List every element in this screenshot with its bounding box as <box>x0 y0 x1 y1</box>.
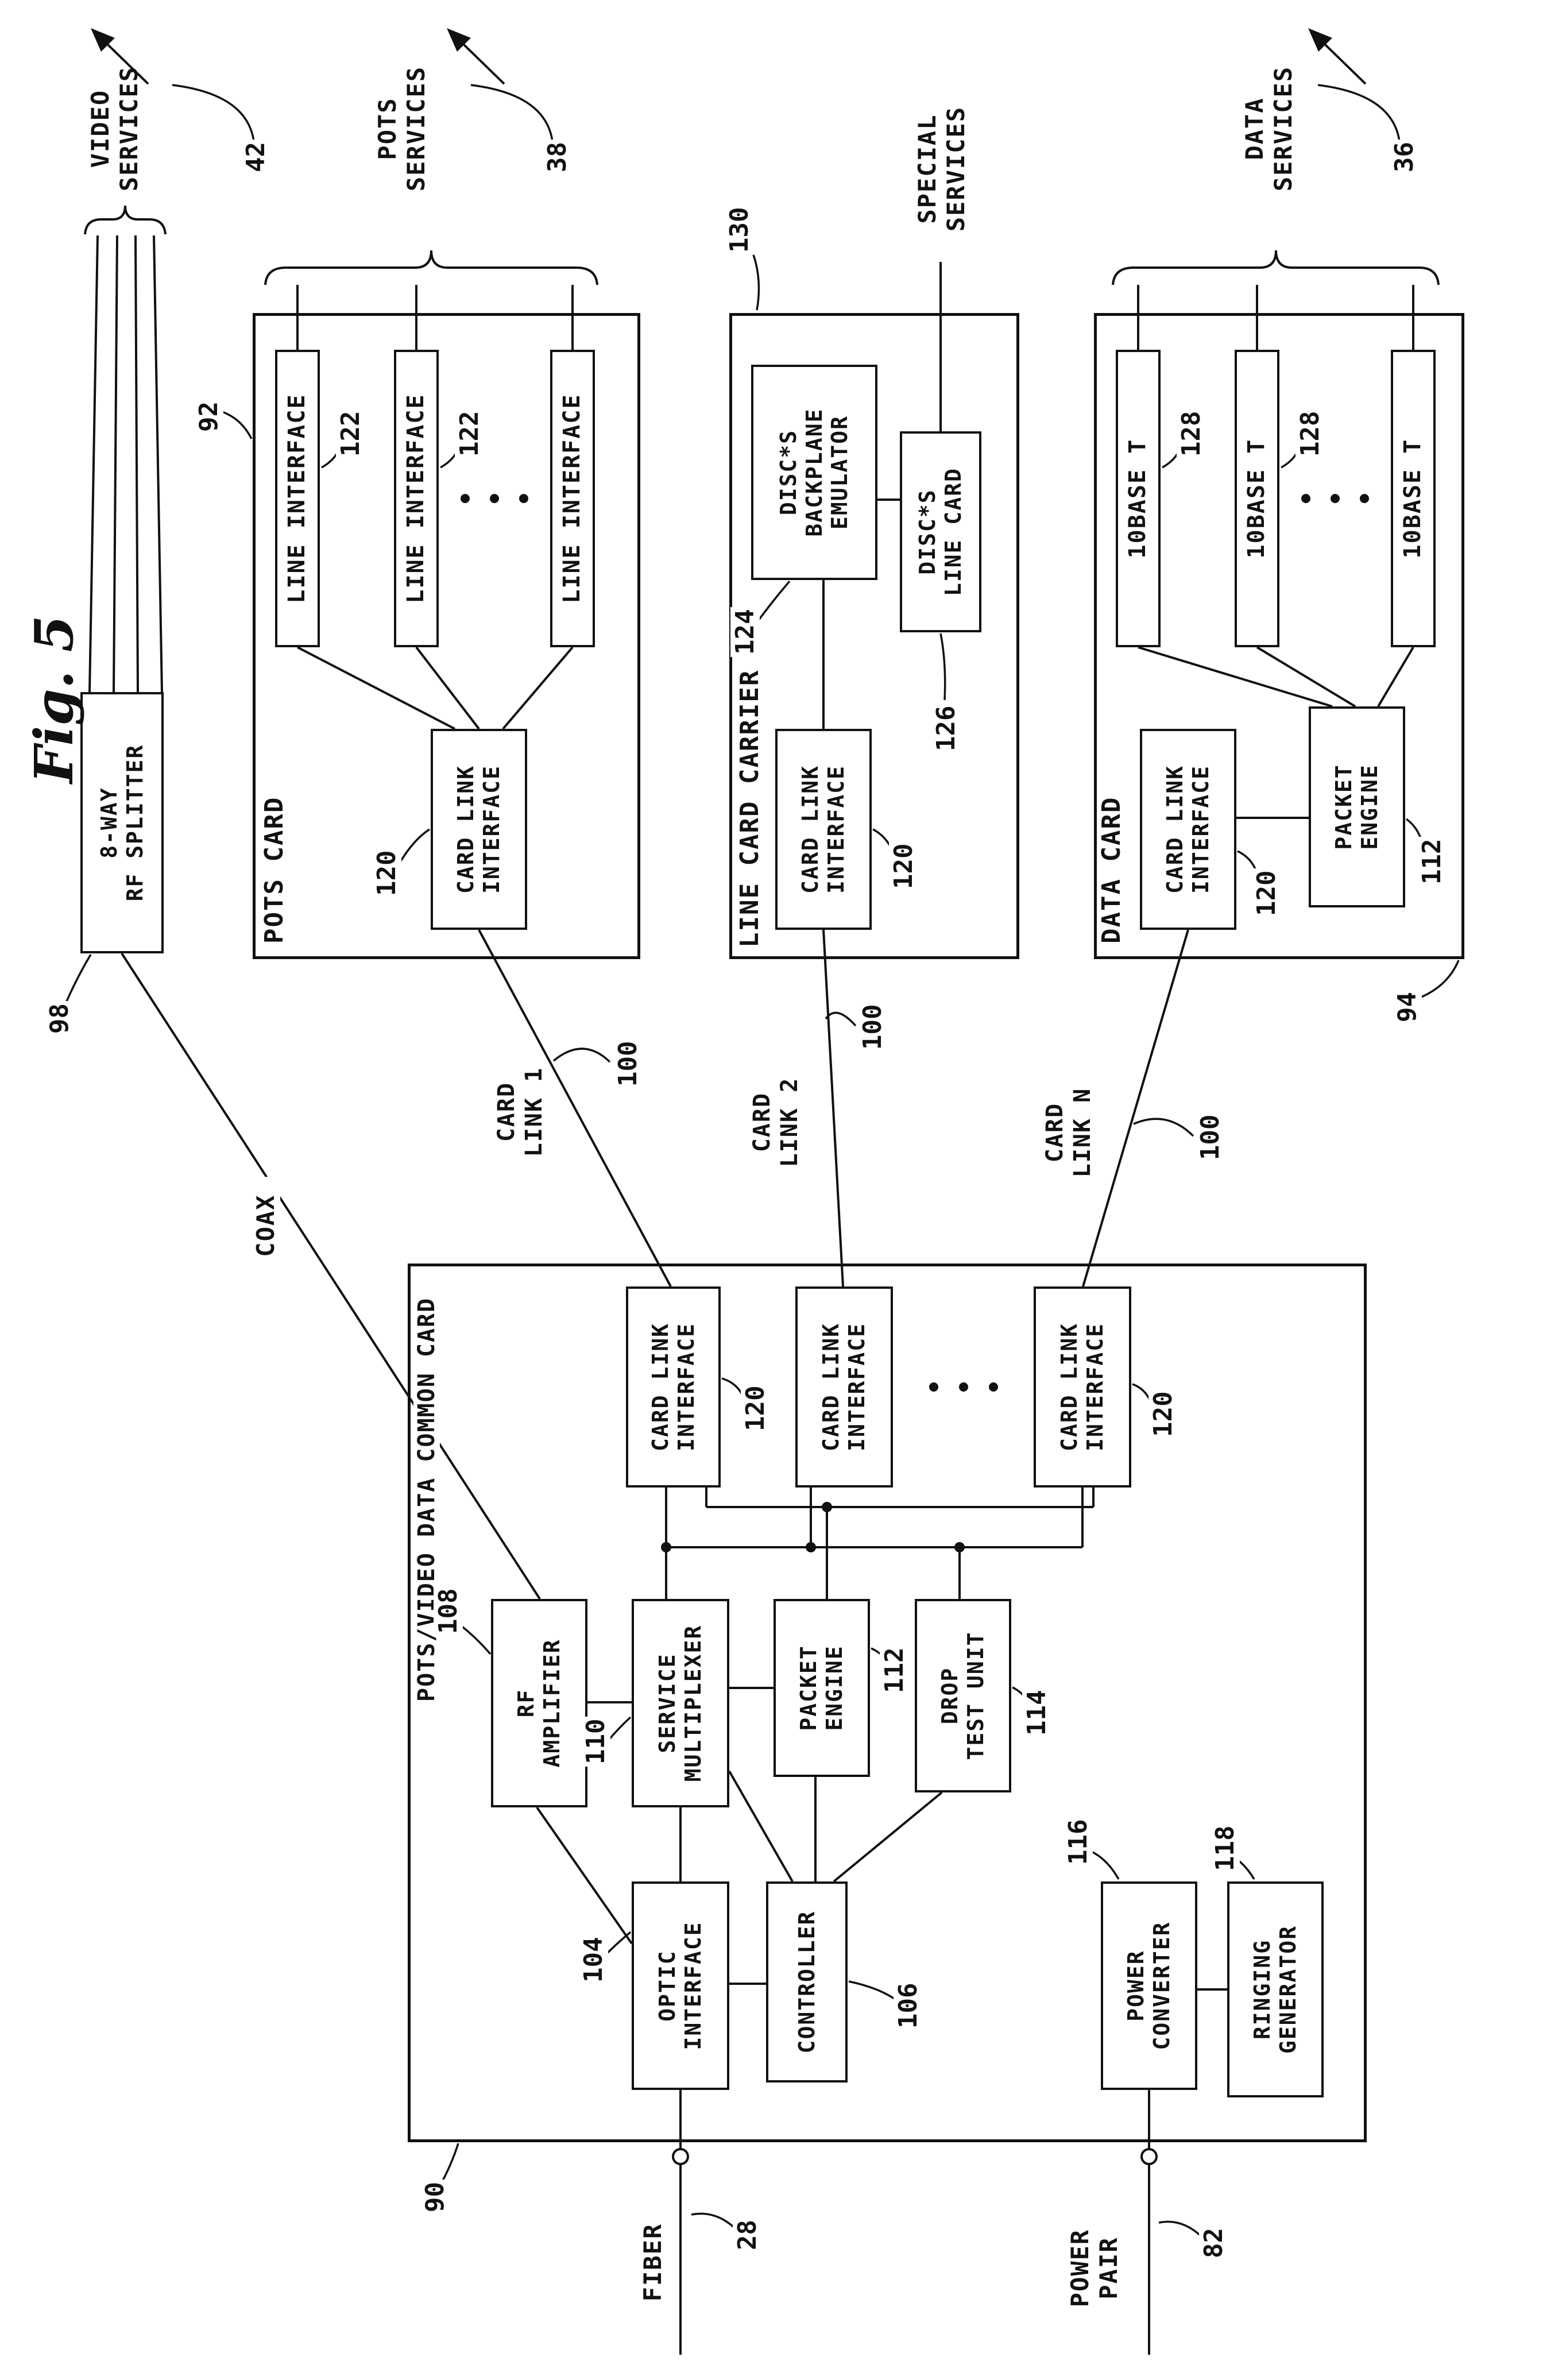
ref-98: 98 <box>45 1001 74 1036</box>
card-link-n-label: CARD LINK N <box>1041 1081 1096 1184</box>
data-services-brace <box>1112 250 1440 285</box>
ref-100-link2: 100 <box>858 1002 887 1052</box>
ref-120-cc1: 120 <box>741 1383 770 1434</box>
video-services-label: VIDEO SERVICES <box>86 65 144 192</box>
optic-interface-box: OPTIC INTERFACE <box>632 1881 729 2090</box>
ref-112-data: 112 <box>1417 836 1447 887</box>
ref-92: 92 <box>194 399 223 434</box>
fiber-label: FIBER <box>639 2213 668 2311</box>
video-arrow-icon <box>91 28 115 52</box>
ref-36: 36 <box>1390 140 1419 175</box>
pots-card-lines <box>296 285 574 730</box>
ref-106: 106 <box>894 1980 923 2031</box>
junction-dots <box>661 1502 965 1552</box>
carrier-lines <box>822 262 942 729</box>
pots-arrow-icon <box>447 28 471 52</box>
tenbase-t-3-box: 10BASE T <box>1391 350 1436 647</box>
ref-128-a: 128 <box>1177 408 1206 459</box>
video-fan-lines <box>88 235 163 693</box>
ref-104: 104 <box>579 1934 608 1985</box>
data-services-label: DATA SERVICES <box>1240 65 1298 192</box>
rf-amplifier-box: RF AMPLIFIER <box>491 1599 587 1807</box>
ref-28: 28 <box>733 2217 762 2252</box>
ringing-generator-box: RINGING GENERATOR <box>1227 1881 1324 2097</box>
power-converter-box: POWER CONVERTER <box>1101 1881 1197 2090</box>
pots-services-brace <box>264 250 598 285</box>
ref-42: 42 <box>241 140 270 175</box>
card-link-1-label: CARD LINK 1 <box>493 1060 548 1164</box>
service-arrows <box>107 44 1367 85</box>
line-interface-1-box: LINE INTERFACE <box>275 350 320 647</box>
ref-110: 110 <box>581 1716 610 1767</box>
ref-90: 90 <box>420 2180 450 2215</box>
ref-82: 82 <box>1199 2226 1228 2261</box>
discs-line-card-box: DISC*S LINE CARD <box>900 431 981 632</box>
pots-card-link-interface-box: CARD LINK INTERFACE <box>431 729 527 930</box>
carrier-card-title: LINE CARD CARRIER <box>735 666 764 951</box>
data-packet-engine-box: PACKET ENGINE <box>1309 706 1405 907</box>
card-link-lines <box>478 929 1189 1287</box>
service-multiplexer-box: SERVICE MULTIPLEXER <box>632 1599 729 1807</box>
tenbase-t-2-box: 10BASE T <box>1235 350 1279 647</box>
line-interface-3-box: LINE INTERFACE <box>550 350 595 647</box>
data-arrow-icon <box>1308 28 1332 52</box>
drop-test-unit-box: DROP TEST UNIT <box>915 1599 1011 1792</box>
video-brace <box>84 205 167 235</box>
pots-card-title: POTS CARD <box>260 793 289 947</box>
ref-120-pots: 120 <box>372 848 401 898</box>
ref-116: 116 <box>1064 1817 1093 1867</box>
special-services-label: SPECIAL SERVICES <box>913 106 970 232</box>
coax-label: COAX <box>252 1177 281 1274</box>
ref-130: 130 <box>725 204 754 255</box>
ref-100-linkn: 100 <box>1196 1112 1225 1162</box>
fiber-terminal-icon <box>672 2148 689 2165</box>
carrier-card-link-interface-box: CARD LINK INTERFACE <box>775 729 872 930</box>
ref-112-cc: 112 <box>880 1645 909 1695</box>
power-pair-label: POWER PAIR <box>1066 2213 1124 2323</box>
ref-122-b: 122 <box>455 408 484 459</box>
common-card-title: POTS/VIDEO DATA COMMON CARD <box>413 1293 440 1705</box>
ellipsis-dots <box>461 494 1369 1392</box>
data-card-title: DATA CARD <box>1097 793 1126 947</box>
ref-120-cc3: 120 <box>1148 1389 1178 1439</box>
rf-splitter-box: 8-WAY RF SPLITTER <box>80 692 164 953</box>
common-card-lines <box>536 1488 1227 1991</box>
ref-124: 124 <box>730 606 760 657</box>
terminals <box>672 2148 1158 2165</box>
ref-120-data: 120 <box>1252 868 1281 918</box>
ref-94: 94 <box>1393 990 1422 1025</box>
tenbase-t-1-box: 10BASE T <box>1116 350 1161 647</box>
data-card-link-interface-box: CARD LINK INTERFACE <box>1140 729 1236 930</box>
cc-card-link-interface-1-box: CARD LINK INTERFACE <box>626 1286 721 1488</box>
data-card-lines <box>1137 285 1414 819</box>
ref-114: 114 <box>1022 1687 1051 1738</box>
ref-100-link1: 100 <box>613 1038 643 1089</box>
cc-card-link-interface-3-box: CARD LINK INTERFACE <box>1034 1286 1131 1488</box>
ref-118: 118 <box>1211 1823 1240 1873</box>
wire-group <box>64 44 1460 2355</box>
cc-packet-engine-box: PACKET ENGINE <box>774 1599 870 1777</box>
cc-card-link-interface-2-box: CARD LINK INTERFACE <box>795 1286 893 1488</box>
coax-line <box>121 952 541 1600</box>
arrowheads <box>91 28 1332 52</box>
line-interface-2-box: LINE INTERFACE <box>394 350 439 647</box>
pots-services-label: POTS SERVICES <box>373 65 431 192</box>
controller-box: CONTROLLER <box>766 1881 848 2082</box>
figure-caption: Fig. 5 <box>23 615 85 783</box>
ref-38: 38 <box>543 140 572 175</box>
ref-128-b: 128 <box>1295 408 1325 459</box>
backplane-emulator-box: DISC*S BACKPLANE EMULATOR <box>751 365 877 580</box>
ref-126: 126 <box>931 703 961 754</box>
card-link-2-label: CARD LINK 2 <box>748 1071 803 1174</box>
io-lines <box>679 2090 1150 2355</box>
ref-122-a: 122 <box>336 408 365 459</box>
power-terminal-icon <box>1140 2148 1158 2165</box>
ref-120-carrier: 120 <box>889 841 918 891</box>
ref-108: 108 <box>434 1586 463 1636</box>
